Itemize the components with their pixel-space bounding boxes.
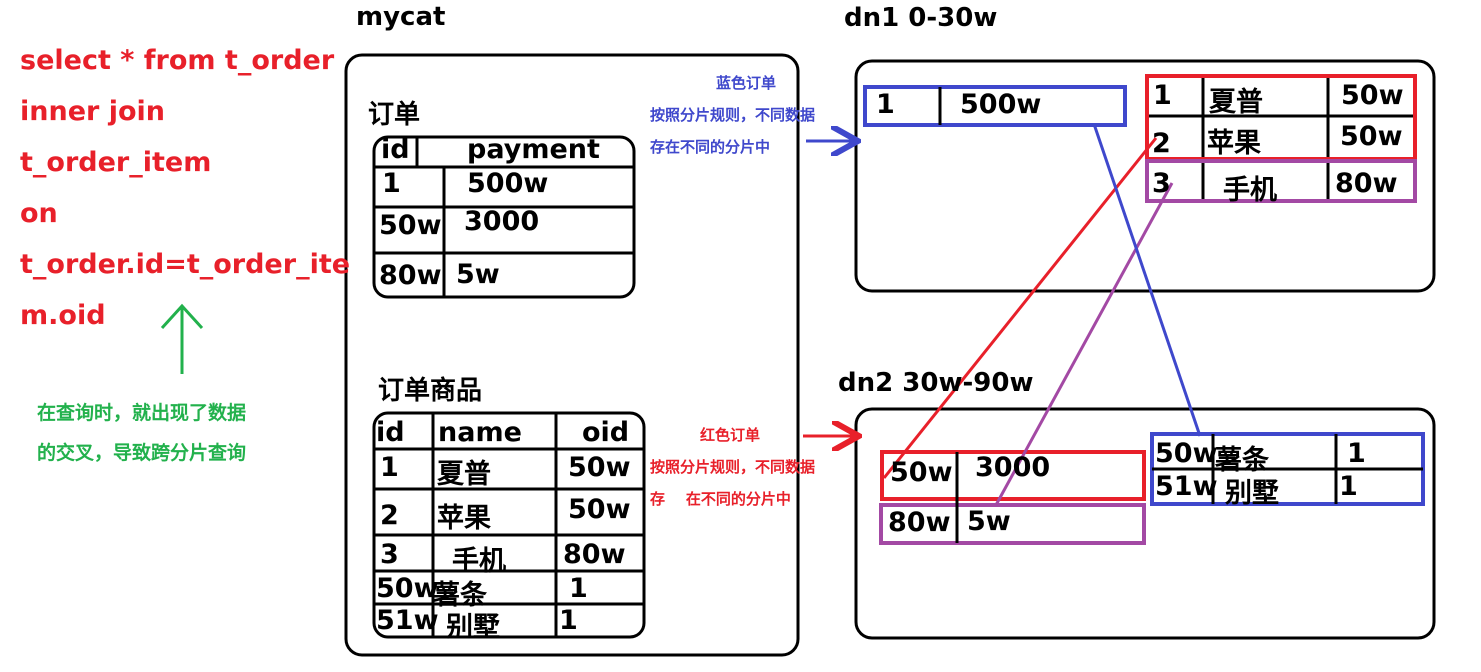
dn1-order-payment: 500w xyxy=(960,89,1042,120)
item-row-3-oid: 80w xyxy=(563,539,626,570)
order-header-id: id xyxy=(381,134,410,165)
item-header-oid: oid xyxy=(582,417,630,448)
dn2-item-row-1-name: 薯条 xyxy=(1215,445,1269,476)
mycat-order-table-grid xyxy=(372,135,636,299)
mycat-title: mycat xyxy=(356,2,446,32)
dn1-item-table-grid xyxy=(1145,74,1417,203)
dn2-item-row-1-oid: 1 xyxy=(1347,438,1366,469)
sql-line-2: inner join xyxy=(20,96,166,127)
sql-line-5: t_order.id=t_order_ite xyxy=(20,249,351,280)
dn1-item-row-1-oid: 50w xyxy=(1341,80,1404,111)
blue-note-line-2: 按照分片规则，不同数据 xyxy=(650,106,816,124)
dn2-item-row-2-oid: 1 xyxy=(1339,471,1358,502)
order-header-payment: payment xyxy=(467,134,600,165)
sql-line-6: m.oid xyxy=(20,300,106,331)
item-row-1-oid: 50w xyxy=(568,452,631,483)
sql-line-1: select * from t_order xyxy=(20,45,335,76)
red-note-line-3: 存 在不同的分片中 xyxy=(650,490,791,508)
dn1-order-id: 1 xyxy=(876,89,895,120)
red-note-line-1: 红色订单 xyxy=(700,426,761,444)
blue-note-line-1: 蓝色订单 xyxy=(716,74,777,92)
green-note-line-2: 的交叉，导致跨分片查询 xyxy=(37,442,247,464)
sql-line-4: on xyxy=(20,198,58,229)
item-row-2-oid: 50w xyxy=(568,494,631,525)
green-note-line-1: 在查询时，就出现了数据 xyxy=(37,402,247,424)
dn2-item-row-1-id: 50w xyxy=(1155,438,1218,469)
purple-connector-line xyxy=(994,182,1174,506)
dn1-item-row-2-id: 2 xyxy=(1152,128,1171,159)
item-row-5-id: 51w xyxy=(376,605,439,636)
item-header-name: name xyxy=(438,417,522,448)
red-connector-line xyxy=(882,137,1158,479)
dn2-item-rows-grid xyxy=(1150,432,1425,506)
dn2-order-rows-grid xyxy=(879,450,1146,545)
dn2-item-row-2-name: 别墅 xyxy=(1225,478,1279,509)
blue-note-line-3: 存在不同的分片中 xyxy=(650,138,771,156)
order-row-2-payment: 3000 xyxy=(464,206,540,237)
order-row-1-payment: 500w xyxy=(467,168,549,199)
item-row-5-name: 别墅 xyxy=(446,612,500,643)
item-row-1-id: 1 xyxy=(380,452,399,483)
item-row-4-id: 50w xyxy=(376,573,439,604)
item-row-4-oid: 1 xyxy=(569,573,588,604)
dn2-order-row-1-payment: 3000 xyxy=(975,452,1051,483)
item-row-4-name: 薯条 xyxy=(433,580,487,611)
blue-connector-line xyxy=(1092,123,1202,437)
dn1-item-row-2-name: 苹果 xyxy=(1207,128,1261,159)
order-row-3-payment: 5w xyxy=(456,259,500,290)
dn1-item-row-1-name: 夏普 xyxy=(1209,87,1263,118)
item-row-3-name: 手机 xyxy=(452,546,506,577)
item-row-2-name: 苹果 xyxy=(437,503,491,534)
dn1-item-row-3-name: 手机 xyxy=(1223,175,1277,206)
green-up-arrow xyxy=(160,303,204,374)
mycat-item-label: 订单商品 xyxy=(378,376,483,406)
mycat-item-table-grid xyxy=(372,411,646,639)
dn2-box xyxy=(854,407,1436,640)
dn1-box xyxy=(854,59,1436,293)
dn1-item-row-1-id: 1 xyxy=(1153,80,1172,111)
item-row-5-oid: 1 xyxy=(559,605,578,636)
item-row-3-id: 3 xyxy=(380,539,399,570)
order-row-2-id: 50w xyxy=(379,210,442,241)
item-header-id: id xyxy=(376,417,405,448)
dn2-order-row-2-payment: 5w xyxy=(967,506,1011,537)
dn2-order-row-2-id: 80w xyxy=(888,507,951,538)
dn1-item-row-2-oid: 50w xyxy=(1340,121,1403,152)
dn1-item-row-3-oid: 80w xyxy=(1335,168,1398,199)
dn1-order-row-box xyxy=(863,85,1127,127)
dn2-title: dn2 30w-90w xyxy=(838,368,1034,398)
dn2-item-row-2-id: 51w xyxy=(1155,471,1218,502)
dn1-item-row-3-id: 3 xyxy=(1152,168,1171,199)
mycat-order-label: 订单 xyxy=(368,100,421,130)
sql-line-3: t_order_item xyxy=(20,147,212,178)
dn1-title: dn1 0-30w xyxy=(844,3,998,33)
red-note-line-2: 按照分片规则，不同数据 xyxy=(650,458,816,476)
mycat-box xyxy=(344,53,800,657)
order-row-1-id: 1 xyxy=(382,168,401,199)
dn2-order-row-1-id: 50w xyxy=(890,457,953,488)
item-row-2-id: 2 xyxy=(380,500,399,531)
item-row-1-name: 夏普 xyxy=(437,459,491,490)
order-row-3-id: 80w xyxy=(379,260,442,291)
